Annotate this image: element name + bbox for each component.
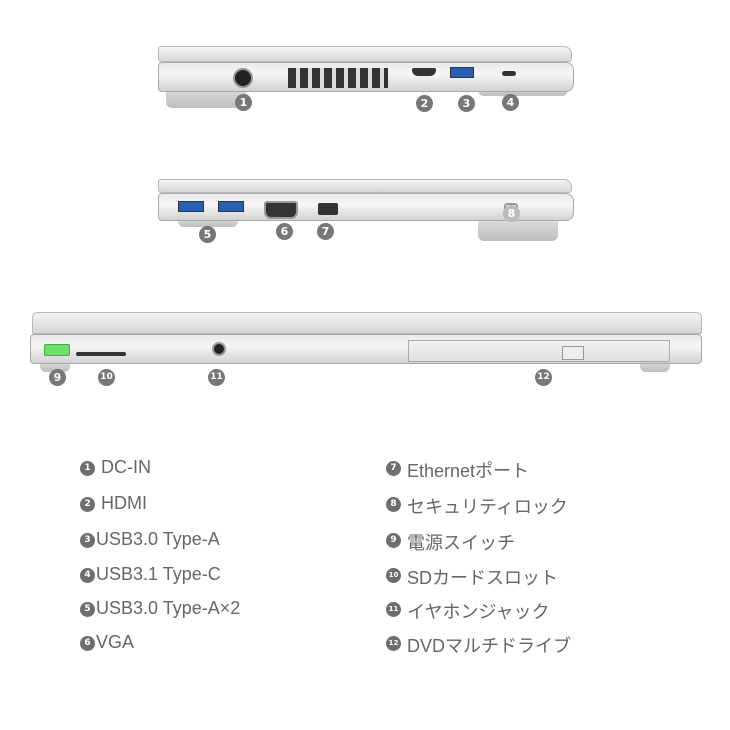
vga-port <box>264 201 298 219</box>
legend-label: イヤホンジャック <box>407 602 550 622</box>
legend-number: 9 <box>386 533 401 548</box>
usb-c-port <box>502 71 516 76</box>
laptop-side-view-2 <box>158 179 574 241</box>
legend-number: 2 <box>80 497 95 512</box>
legend-number: 3 <box>80 533 95 548</box>
legend-label: DVDマルチドライブ <box>407 636 572 656</box>
hdmi-port <box>412 68 436 76</box>
marker-12: 12 <box>535 369 552 386</box>
power-switch[interactable] <box>44 344 70 356</box>
legend-number: 5 <box>80 602 95 617</box>
legend-number: 6 <box>80 636 95 651</box>
marker-7: 7 <box>317 223 334 240</box>
marker-3: 3 <box>458 95 475 112</box>
legend-label: DC-IN <box>101 457 151 477</box>
legend-label: USB3.0 Type-A×2 <box>96 598 241 618</box>
legend-label: VGA <box>96 632 135 652</box>
legend-number: 7 <box>386 461 401 476</box>
legend-number: 8 <box>386 497 401 512</box>
usb-a-port <box>178 201 204 212</box>
dvd-drive[interactable] <box>408 340 670 362</box>
sd-card-slot <box>76 352 126 356</box>
legend-label: USB3.0 Type-A <box>96 529 220 549</box>
usb-a-port <box>450 67 474 78</box>
legend-number: 1 <box>80 461 95 476</box>
marker-10: 10 <box>98 369 115 386</box>
legend-number: 10 <box>386 568 401 583</box>
marker-2: 2 <box>416 95 433 112</box>
legend-number: 4 <box>80 568 95 583</box>
legend-label: SDカードスロット <box>407 568 559 588</box>
earphone-jack <box>212 342 226 356</box>
marker-11: 11 <box>208 369 225 386</box>
dvd-eject-button[interactable] <box>562 346 584 360</box>
legend-number: 12 <box>386 636 401 651</box>
legend-number: 11 <box>386 602 401 617</box>
legend-label: HDMI <box>101 493 147 513</box>
marker-6: 6 <box>276 223 293 240</box>
ethernet-port <box>318 203 338 215</box>
legend-label: 電源スイッチ <box>407 533 515 553</box>
marker-5: 5 <box>199 226 216 243</box>
usb-a-port <box>218 201 244 212</box>
marker-1: 1 <box>235 94 252 111</box>
vent-grille <box>288 68 388 88</box>
dc-in-port <box>233 68 253 88</box>
marker-8: 8 <box>503 205 520 222</box>
laptop-side-view-1 <box>158 46 574 108</box>
laptop-front-view <box>30 308 702 374</box>
marker-4: 4 <box>502 94 519 111</box>
legend-label: セキュリティロック <box>407 497 568 517</box>
marker-9: 9 <box>49 369 66 386</box>
legend-label: Ethernetポート <box>407 461 530 481</box>
legend-label: USB3.1 Type-C <box>96 564 221 584</box>
